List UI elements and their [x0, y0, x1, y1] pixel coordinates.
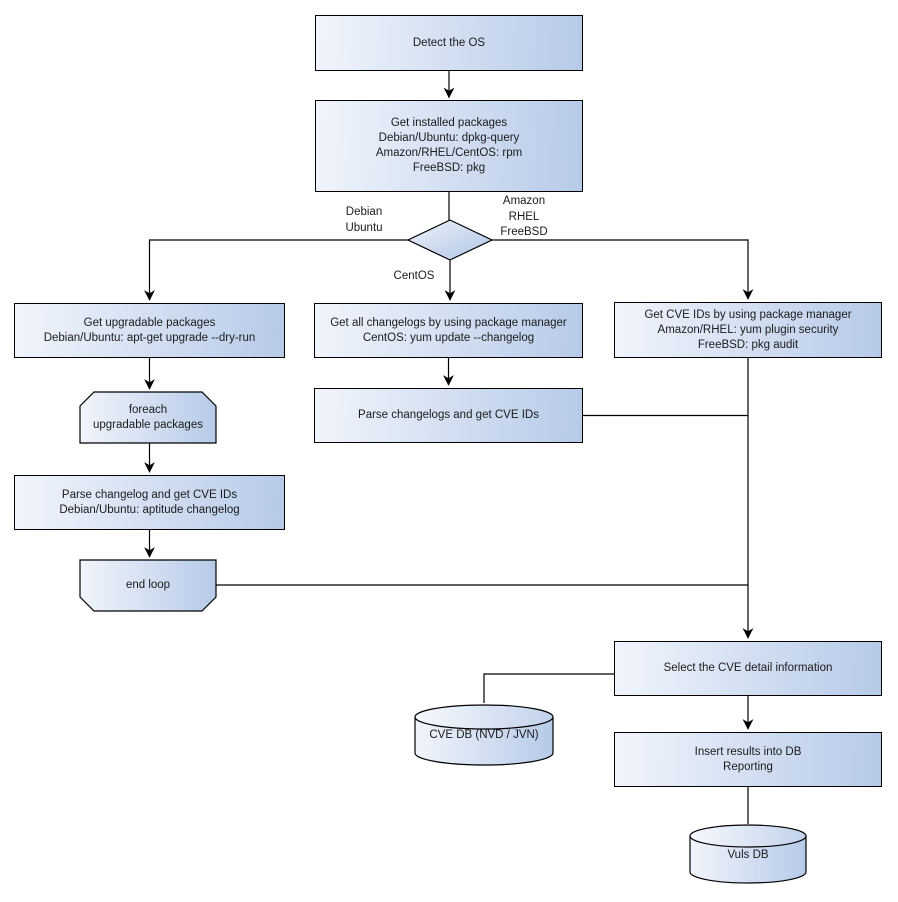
- node-get-installed-packages: Get installed packages Debian/Ubuntu: dp…: [315, 100, 583, 192]
- node-select-cve-detail: Select the CVE detail information: [614, 641, 882, 696]
- foreach-loop-shape: [79, 391, 217, 444]
- cve-db-label: CVE DB (NVD / JVN): [429, 728, 539, 741]
- node-get-upgradable-packages: Get upgradable packages Debian/Ubuntu: a…: [14, 303, 285, 358]
- edge-decision-to-upgradable: [144, 239, 408, 301]
- node-get-cve-ids: Get CVE IDs by using package manager Ama…: [614, 302, 882, 358]
- node-parse-changelogs: Parse changelogs and get CVE IDs: [314, 388, 583, 443]
- branch-label-debian-ubuntu: Debian Ubuntu: [345, 206, 383, 234]
- cve-db-cylinder: [414, 717, 554, 766]
- end-loop-label: end loop: [125, 579, 171, 591]
- vuls-db-label: Vuls DB: [727, 848, 769, 861]
- end-loop-shape: [79, 559, 217, 612]
- node-detect-os: Detect the OS: [315, 15, 583, 71]
- edge-select-to-cvedb: [483, 673, 614, 703]
- foreach-loop-label: foreach upgradable packages: [93, 403, 203, 431]
- cve-db-cylinder-top: [414, 704, 554, 730]
- node-parse-changelog: Parse changelog and get CVE IDs Debian/U…: [14, 475, 285, 530]
- branch-label-centos: CentOS: [393, 270, 435, 282]
- os-decision-diamond: [406, 219, 494, 261]
- vuls-db-cylinder: [689, 836, 807, 884]
- branch-label-amazon-rhel-freebsd: Amazon RHEL FreeBSD: [500, 195, 548, 238]
- edge-decision-to-getcve: [492, 239, 754, 300]
- vuls-db-cylinder-top: [689, 824, 807, 848]
- node-get-all-changelogs: Get all changelogs by using package mana…: [314, 303, 583, 358]
- node-insert-results: Insert results into DB Reporting: [614, 732, 882, 787]
